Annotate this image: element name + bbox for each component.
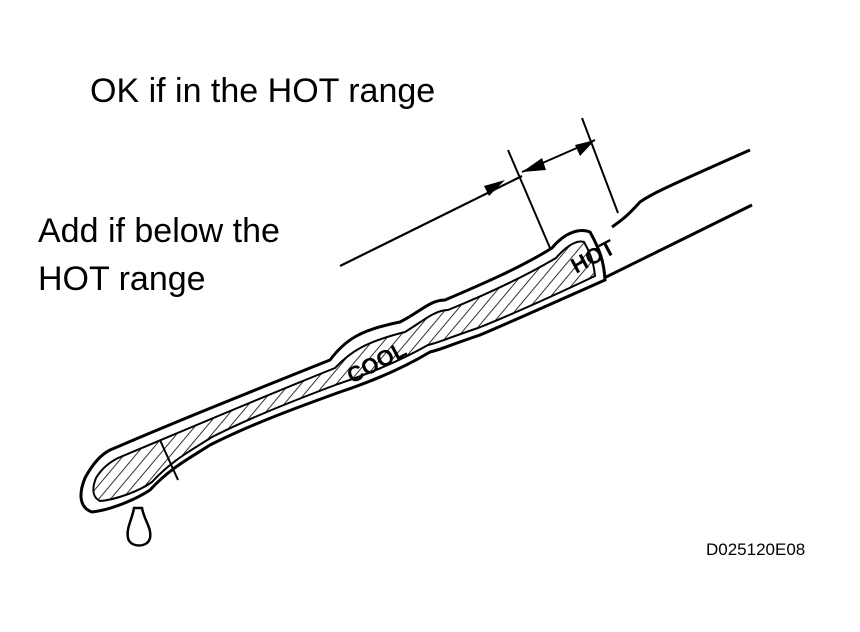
blade-divider (159, 439, 179, 481)
hot-range-dimension-arrow (484, 139, 596, 196)
oil-film-area (92, 240, 597, 503)
oil-drip (126, 506, 152, 547)
figure-code: D025120E08 (706, 540, 806, 559)
add-range-label-line1: Add if below the (38, 212, 280, 250)
dipstick-shaft (595, 148, 753, 284)
add-range-label-line2: HOT range (38, 260, 206, 298)
hot-range-extension-lines (507, 117, 619, 249)
ok-range-label: OK if in the HOT range (90, 72, 436, 110)
